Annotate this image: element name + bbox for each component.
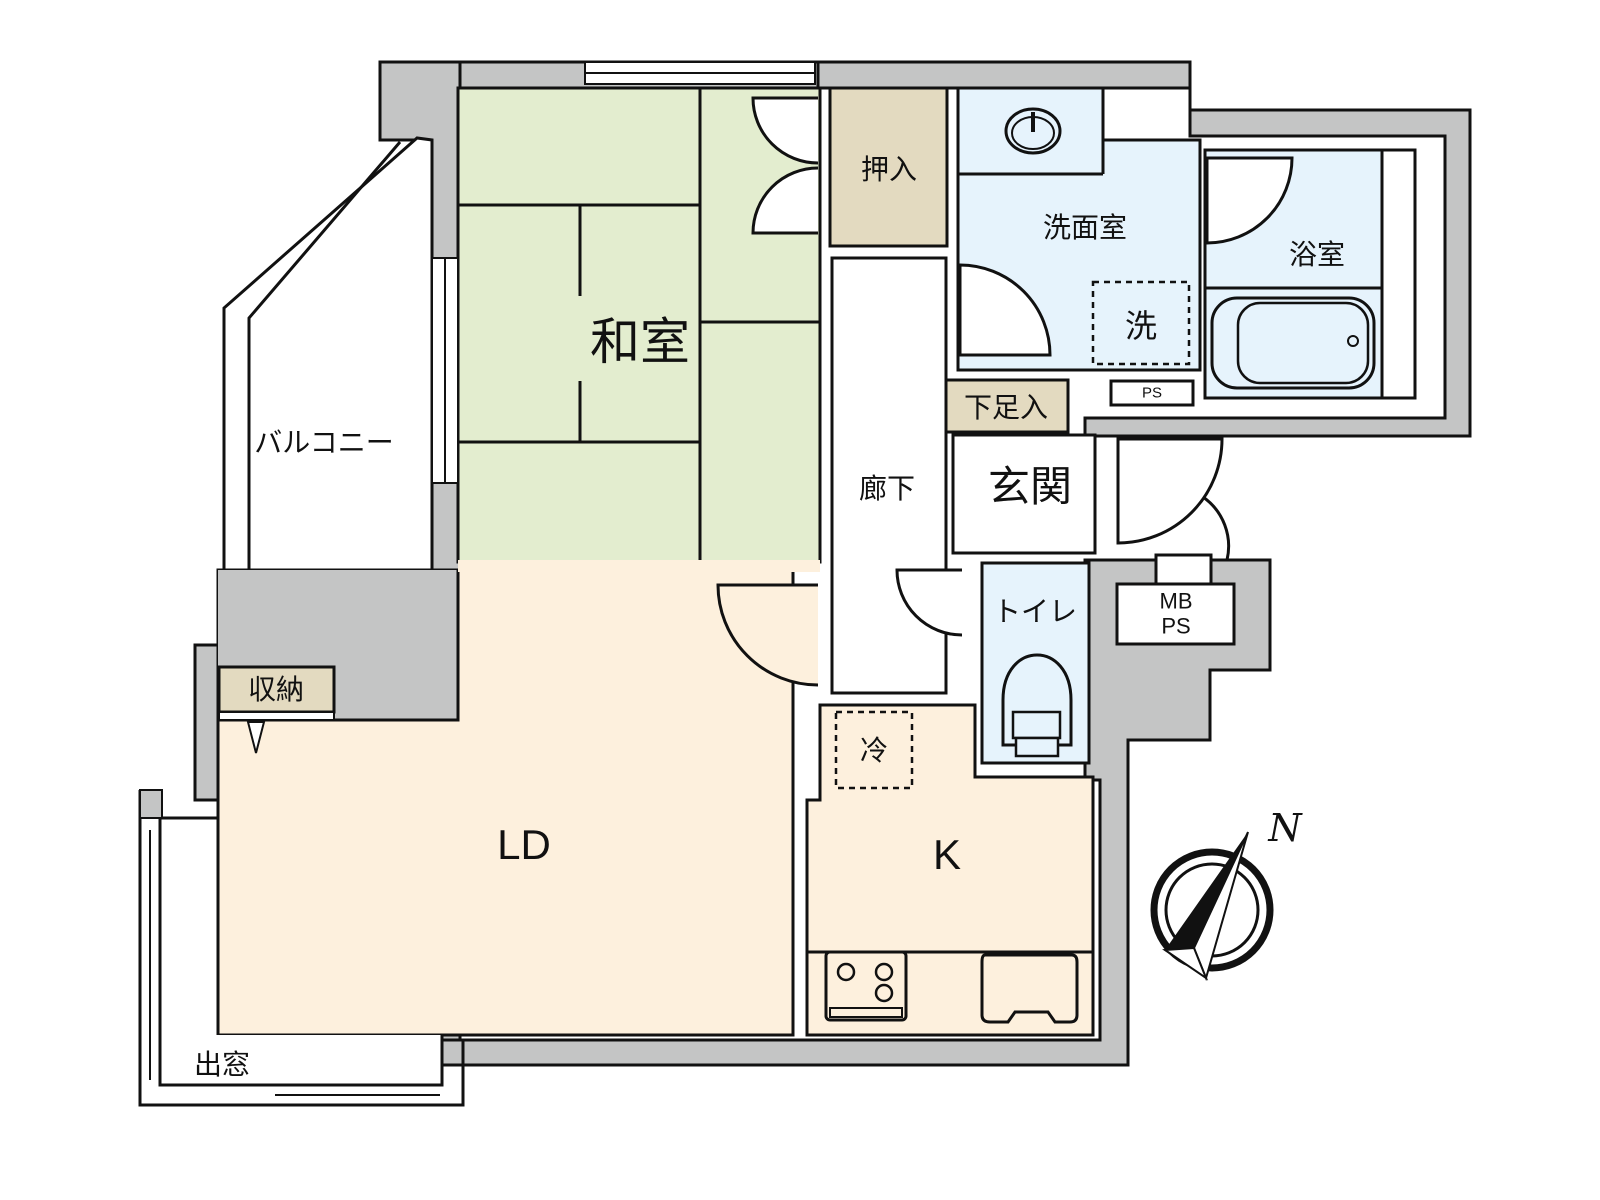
room-genkan (951, 433, 1231, 561)
window-balcony-side (431, 257, 459, 484)
label-getabako: 下足入 (963, 391, 1049, 424)
label-fridge: 冷 (859, 734, 889, 767)
label-mbps: MB PS (1160, 589, 1193, 640)
room-toilet (980, 561, 1091, 765)
label-ps-small: PS (1141, 384, 1163, 402)
label-washer: 洗 (1124, 307, 1158, 345)
label-senmenshitsu: 洗面室 (1042, 211, 1128, 244)
room-demado (138, 789, 465, 1107)
room-balcony (222, 136, 434, 642)
label-mbps-line2: PS (1161, 614, 1191, 639)
fridge-space (834, 710, 914, 790)
stove-icon (824, 950, 908, 1022)
window-top (584, 61, 816, 85)
label-washitsu: 和室 (590, 313, 690, 371)
room-washitsu (456, 86, 822, 564)
room-yokushitsu (1203, 148, 1417, 400)
label-demado: 出窓 (193, 1048, 251, 1081)
sink-icon (1004, 107, 1062, 155)
room-senmenshitsu (956, 86, 1202, 372)
bathtub-icon (1210, 296, 1376, 390)
label-mbps-line1: MB (1159, 588, 1193, 614)
toilet-icon (1001, 653, 1073, 758)
compass-icon (1150, 831, 1274, 982)
mb-ps-closet (1115, 553, 1236, 646)
compass-north-label: N (1268, 806, 1302, 850)
room-oshiire (828, 86, 949, 248)
label-toilet: トイレ (992, 595, 1078, 628)
label-kitchen: K (932, 831, 962, 878)
label-yokushitsu: 浴室 (1288, 238, 1346, 271)
room-kitchen (791, 703, 1095, 1037)
room-getabako (943, 378, 1070, 434)
room-rouka (830, 256, 963, 695)
label-genkan: 玄関 (987, 462, 1073, 511)
label-oshiire: 押入 (860, 153, 918, 186)
room-shuunou (217, 665, 336, 754)
label-balcony: バルコニー (254, 426, 394, 459)
label-ld: LD (497, 821, 551, 868)
label-shuunou: 収納 (247, 673, 305, 706)
ps-small (1109, 379, 1195, 407)
washer-space (1091, 280, 1191, 366)
room-ld (216, 560, 820, 1037)
kitchen-sink-icon (980, 953, 1079, 1024)
label-rouka: 廊下 (858, 472, 916, 505)
